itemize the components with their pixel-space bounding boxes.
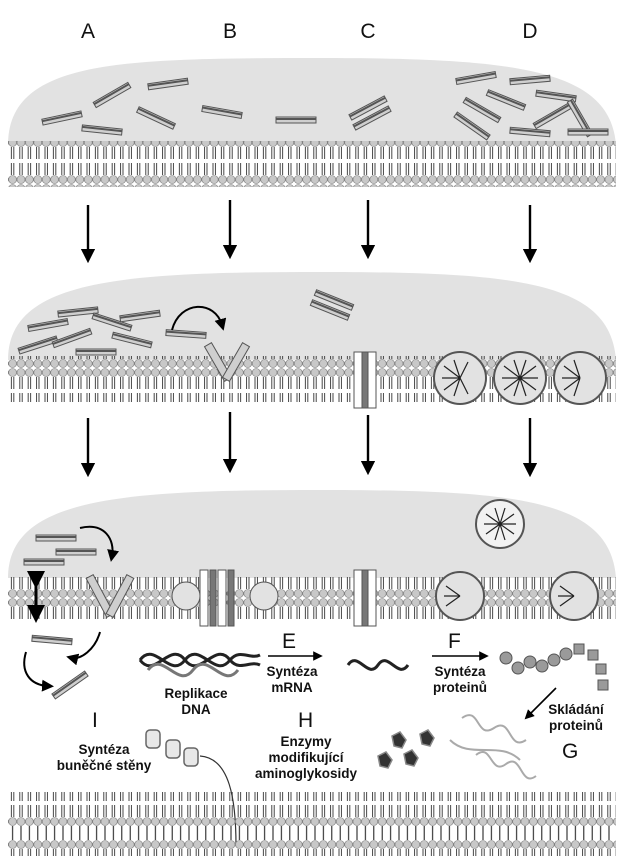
- caption-replication-2: DNA: [181, 702, 210, 717]
- letter-i: I: [92, 709, 98, 732]
- cell-wall-precursor-icon: [146, 730, 198, 766]
- micelle-d4: [436, 572, 484, 620]
- micelle-d1: [434, 352, 486, 404]
- caption-protein-2: proteinů: [433, 680, 487, 695]
- curved-arrow-a-out: [72, 632, 100, 658]
- column-label-b: B: [223, 20, 237, 43]
- antibiotic-cloud-3: [8, 490, 616, 578]
- enzyme-molecules-icon: [378, 730, 434, 768]
- caption-enzymes-2: modifikující: [268, 750, 344, 765]
- column-label-d: D: [522, 20, 537, 43]
- letter-g: G: [562, 740, 578, 763]
- caption-mrna-1: Syntéza: [266, 664, 318, 679]
- caption-mrna-2: mRNA: [271, 680, 313, 695]
- letter-f: F: [448, 630, 461, 653]
- caption-folding-1: Skládání: [548, 702, 605, 717]
- column-label-a: A: [81, 20, 95, 43]
- micelle-free: [476, 500, 524, 548]
- caption-cellwall-2: buněčné stěny: [57, 758, 152, 773]
- caption-enzymes-3: aminoglykosidy: [255, 766, 358, 781]
- caption-protein-1: Syntéza: [434, 664, 486, 679]
- caption-replication-1: Replikace: [164, 686, 228, 701]
- membrane-1: [8, 141, 616, 187]
- micelle-d2: [494, 352, 546, 404]
- caption-enzymes-1: Enzymy: [280, 734, 332, 749]
- stage-1: [8, 58, 616, 187]
- cell-membrane-bottom: [8, 792, 616, 856]
- peptide-chain-icon: [500, 644, 608, 690]
- folded-protein-icon: [450, 715, 536, 778]
- letter-e: E: [282, 630, 296, 653]
- caption-cellwall-1: Syntéza: [78, 742, 130, 757]
- arrows-stage-1: [88, 200, 530, 256]
- micelle-d5: [550, 572, 598, 620]
- membrane-pore-c3: [354, 570, 376, 626]
- micelle-d3: [554, 352, 606, 404]
- column-label-c: C: [360, 20, 375, 43]
- mrna-strand-icon: [348, 661, 408, 670]
- curved-arrow-a-exit: [24, 652, 48, 686]
- stage-2: [8, 272, 616, 408]
- arrows-stage-2: [88, 412, 530, 470]
- dna-helix-icon: [140, 654, 260, 676]
- caption-folding-2: proteinů: [549, 718, 603, 733]
- membrane-pore-c: [354, 352, 376, 408]
- letter-h: H: [298, 709, 313, 732]
